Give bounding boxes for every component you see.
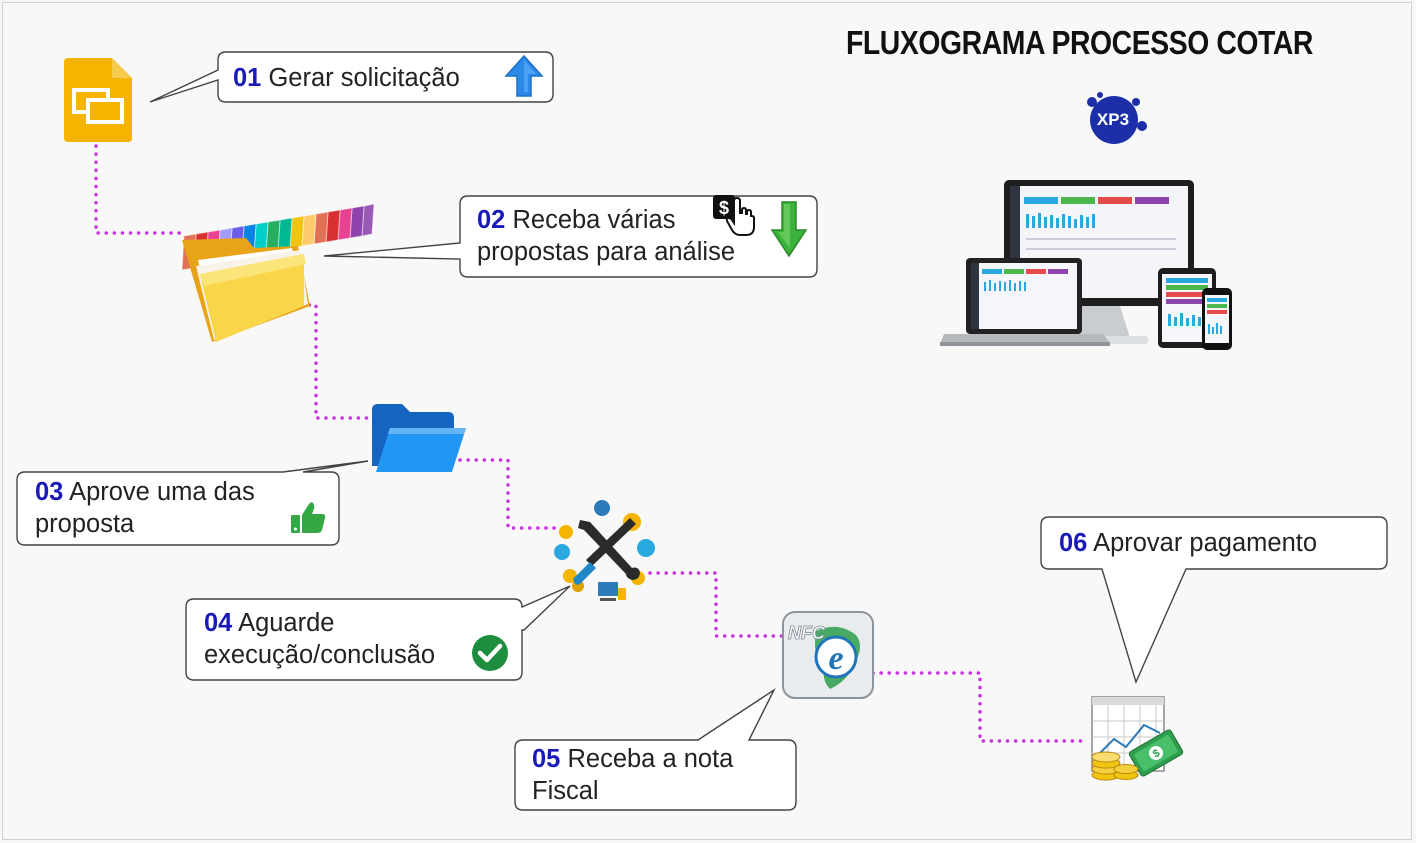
diagram-title: FLUXOGRAMA PROCESSO COTAR: [846, 24, 1313, 61]
step-05-text-line1: Receba a nota: [567, 745, 734, 773]
nfce-text: NFC: [788, 623, 826, 643]
step-04-text-line1: Aguarde: [238, 609, 335, 637]
connector-04-05: [648, 571, 785, 638]
dollar-cursor-icon: $: [713, 195, 755, 236]
callout-02-bubble: [323, 195, 818, 278]
callout-01-bubble: [149, 51, 554, 103]
step-02-text-line2: propostas para análise: [477, 238, 736, 266]
step-05-label: 05 Receba a nota Fiscal: [532, 743, 733, 807]
step-03-number: 03: [35, 478, 64, 506]
xp3-logo-text: XP3: [1097, 110, 1129, 129]
svg-text:$: $: [1151, 747, 1162, 760]
callout-03-bubble: [16, 460, 369, 546]
step-01-number: 01: [233, 64, 262, 92]
callout-06-bubble: [1040, 516, 1388, 685]
connector-05-06: [871, 671, 1084, 743]
slides-document-icon: [64, 58, 132, 142]
step-05-number: 05: [532, 745, 561, 773]
step-03-text-line2: proposta: [35, 510, 135, 538]
nfce-letter: e: [828, 640, 843, 677]
step-06-label: 06 Aprovar pagamento: [1059, 527, 1317, 559]
svg-text:$: $: [719, 198, 729, 218]
step-01-label: 01 Gerar solicitação: [233, 62, 460, 94]
connector-01-02: [94, 144, 182, 235]
arrow-up-icon: [504, 54, 544, 97]
step-03-label: 03 Aprove uma das proposta: [35, 476, 255, 540]
step-03-text-line1: Aprove uma das: [69, 478, 255, 506]
step-06-text: Aprovar pagamento: [1093, 529, 1318, 557]
tools-gears-icon: [554, 500, 655, 601]
step-04-label: 04 Aguarde execução/conclusão: [204, 607, 435, 671]
check-circle-icon: [472, 635, 508, 671]
step-02-number: 02: [477, 206, 506, 234]
step-05-text-line2: Fiscal: [532, 777, 599, 805]
blue-folder-icon: [372, 404, 466, 472]
step-04-number: 04: [204, 609, 233, 637]
rainbow-folders-icon: [181, 203, 375, 342]
arrow-down-icon: [770, 201, 808, 258]
step-06-number: 06: [1059, 529, 1088, 557]
nfce-invoice-icon: e NFC: [782, 611, 874, 699]
step-04-text-line2: execução/conclusão: [204, 641, 436, 669]
step-02-label: 02 Receba várias propostas para análise: [477, 204, 735, 268]
payment-chart-money-icon: $: [1091, 696, 1184, 781]
connector-03-04: [458, 458, 562, 530]
step-01-text: Gerar solicitação: [268, 64, 460, 92]
step-02-text-line1: Receba várias: [512, 206, 676, 234]
thumbs-up-icon: [291, 502, 326, 533]
callout-05-bubble: [514, 687, 797, 811]
xp3-logo: XP3: [1087, 92, 1147, 144]
responsive-devices-icon: [940, 180, 1232, 350]
